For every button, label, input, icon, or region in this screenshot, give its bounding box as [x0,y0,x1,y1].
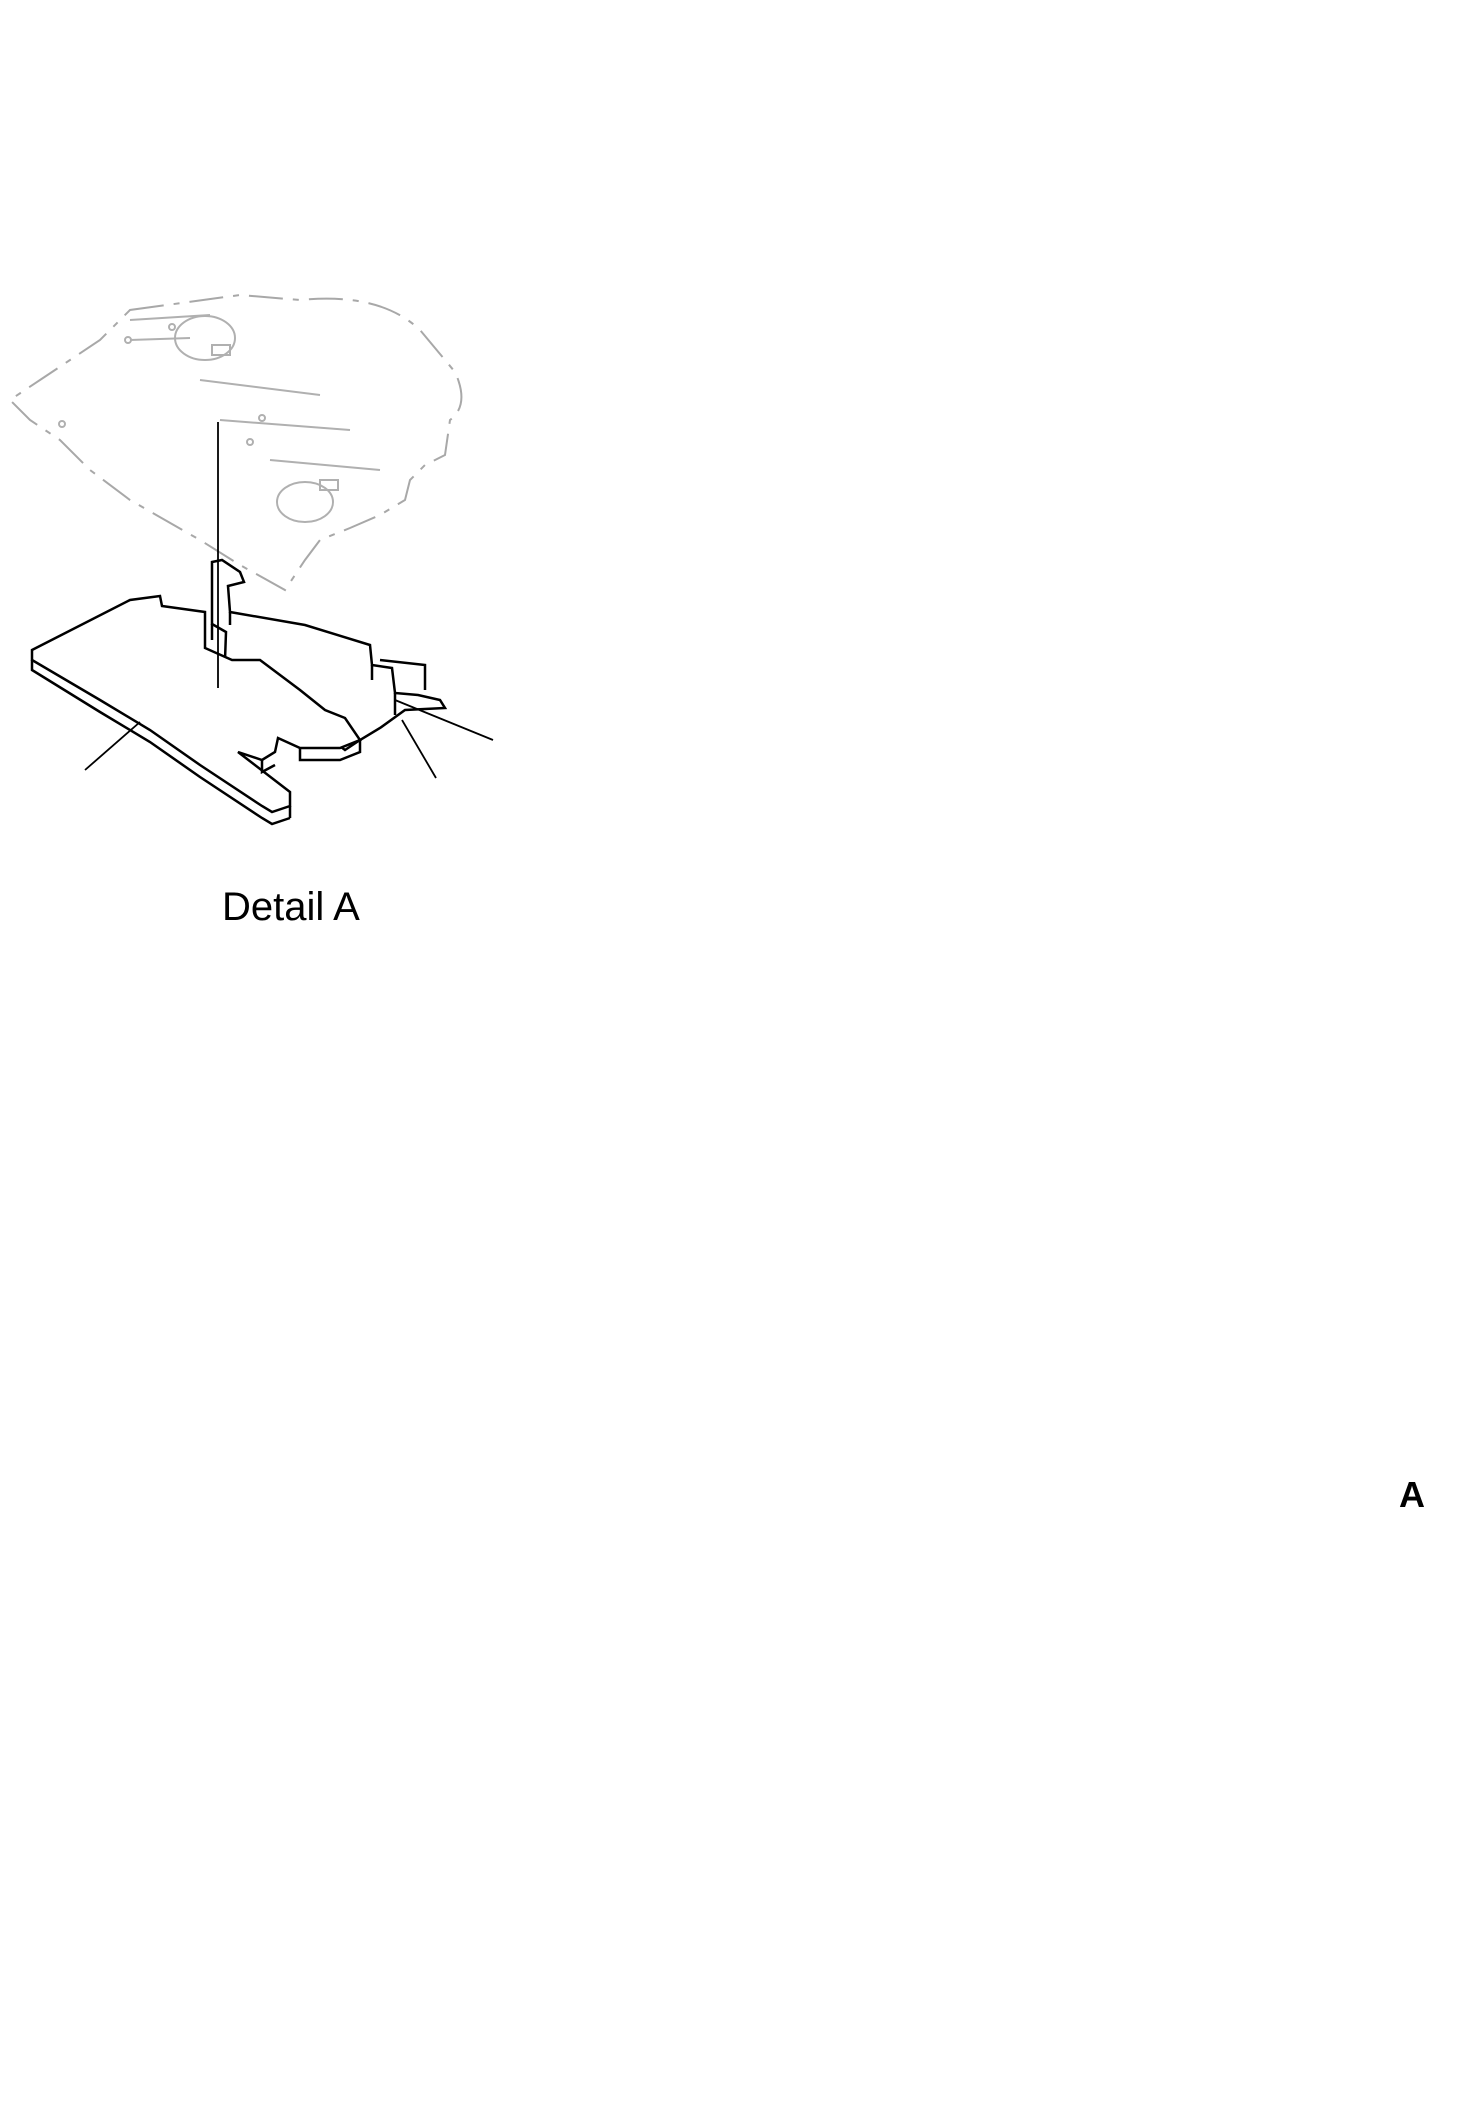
detail-a-cover-plate-1 [174,315,236,361]
detail-a-tab-2 [319,479,339,491]
detail-a-group [8,293,494,826]
view-arrow-label: A [1399,1474,1425,1515]
detail-a-cover-plate-2 [276,481,334,523]
detail-a-label: Detail A [222,885,360,929]
detail-a-tab-1 [211,344,231,356]
detail-a-leader-1 [84,721,141,771]
detail-a-leader-2 [394,699,494,741]
detail-a-leader-3 [401,719,437,779]
detail-a-floor-ghost-inner [129,314,381,471]
detail-a-floor-ghost [8,293,463,592]
